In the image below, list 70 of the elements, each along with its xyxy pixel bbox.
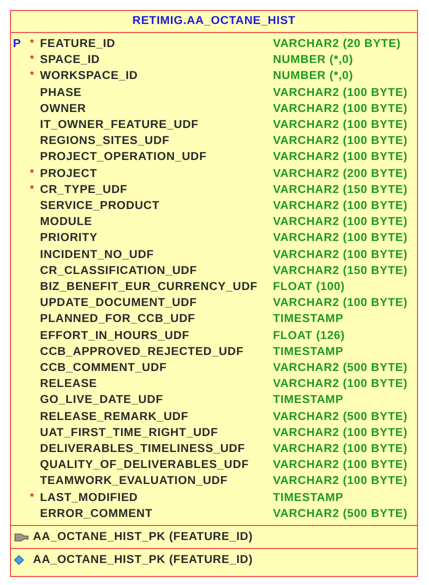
column-name: DELIVERABLES_TIMELINESS_UDF [40,442,246,456]
column-name: REGIONS_SITES_UDF [40,134,170,148]
column-type: VARCHAR2 (100 BYTE) [273,199,408,213]
column-name: RELEASE_REMARK_UDF [40,410,188,424]
column-name: LAST_MODIFIED [40,490,138,505]
column-name: MODULE [40,215,92,230]
column-type: VARCHAR2 (500 BYTE) [273,361,408,375]
column-type: VARCHAR2 (500 BYTE) [273,410,408,424]
column-name: EFFORT_IN_HOURS_UDF [40,328,190,343]
column-type: FLOAT (126) [273,328,345,343]
column-type: TIMESTAMP [273,490,344,505]
mandatory-mark: * [30,490,34,505]
column-type: VARCHAR2 (100 BYTE) [273,86,408,100]
column-type: VARCHAR2 (100 BYTE) [273,118,408,132]
column-name: OWNER [40,102,86,116]
column-name: SPACE_ID [40,53,100,68]
column-name: GO_LIVE_DATE_UDF [40,393,164,408]
column-name: IT_OWNER_FEATURE_UDF [40,118,199,132]
column-type: TIMESTAMP [273,344,344,359]
column-name: PRIORITY [40,231,98,246]
column-type: VARCHAR2 (500 BYTE) [273,506,408,521]
column-type: VARCHAR2 (100 BYTE) [273,296,408,310]
column-type: VARCHAR2 (100 BYTE) [273,426,408,440]
column-type: VARCHAR2 (20 BYTE) [273,37,401,51]
column-name: INCIDENT_NO_UDF [40,248,154,262]
column-type: VARCHAR2 (100 BYTE) [273,215,408,230]
column-type: VARCHAR2 (100 BYTE) [273,134,408,148]
column-type: VARCHAR2 (150 BYTE) [273,182,408,197]
column-name: FEATURE_ID [40,37,116,51]
column-name: ERROR_COMMENT [40,506,153,521]
column-type: VARCHAR2 (100 BYTE) [273,377,408,392]
mandatory-mark: * [30,69,34,84]
mandatory-mark: * [30,182,34,197]
column-type: VARCHAR2 (100 BYTE) [273,248,408,262]
column-name: PROJECT_OPERATION_UDF [40,150,207,164]
mandatory-mark: * [30,53,34,68]
column-type: VARCHAR2 (100 BYTE) [273,150,408,164]
mandatory-mark: * [30,37,34,51]
column-name: PROJECT [40,166,98,181]
column-type: VARCHAR2 (100 BYTE) [273,458,408,472]
column-name: WORKSPACE_ID [40,69,138,84]
column-name: PLANNED_FOR_CCB_UDF [40,312,196,326]
column-name: QUALITY_OF_DELIVERABLES_UDF [40,458,249,472]
column-type: VARCHAR2 (100 BYTE) [273,102,408,116]
column-type: TIMESTAMP [273,312,344,326]
column-name: PHASE [40,86,82,100]
column-name: CR_TYPE_UDF [40,182,128,197]
column-name: UAT_FIRST_TIME_RIGHT_UDF [40,426,218,440]
column-type: VARCHAR2 (100 BYTE) [273,474,408,488]
primary-key-constraint: AA_OCTANE_HIST_PK (FEATURE_ID) [33,530,253,544]
column-type: TIMESTAMP [273,393,344,408]
column-name: TEAMWORK_EVALUATION_UDF [40,474,228,488]
column-type: VARCHAR2 (200 BYTE) [273,166,408,181]
column-name: CCB_COMMENT_UDF [40,361,167,375]
column-name: CR_CLASSIFICATION_UDF [40,264,198,278]
column-type: FLOAT (100) [273,280,345,294]
column-type: NUMBER (*,0) [273,69,354,84]
column-name: UPDATE_DOCUMENT_UDF [40,296,197,310]
column-name: BIZ_BENEFIT_EUR_CURRENCY_UDF [40,280,258,294]
column-type: VARCHAR2 (150 BYTE) [273,264,408,278]
column-name: SERVICE_PRODUCT [40,199,160,213]
column-type: VARCHAR2 (100 BYTE) [273,231,408,246]
mandatory-mark: * [30,166,34,181]
table-title: RETIMIG.AA_OCTANE_HIST [131,14,297,29]
primary-key-mark: P [13,37,22,51]
column-name: RELEASE [40,377,98,392]
column-name: CCB_APPROVED_REJECTED_UDF [40,344,244,359]
index-entry: AA_OCTANE_HIST_PK (FEATURE_ID) [33,553,253,567]
column-type: NUMBER (*,0) [273,53,354,68]
column-type: VARCHAR2 (100 BYTE) [273,442,408,456]
